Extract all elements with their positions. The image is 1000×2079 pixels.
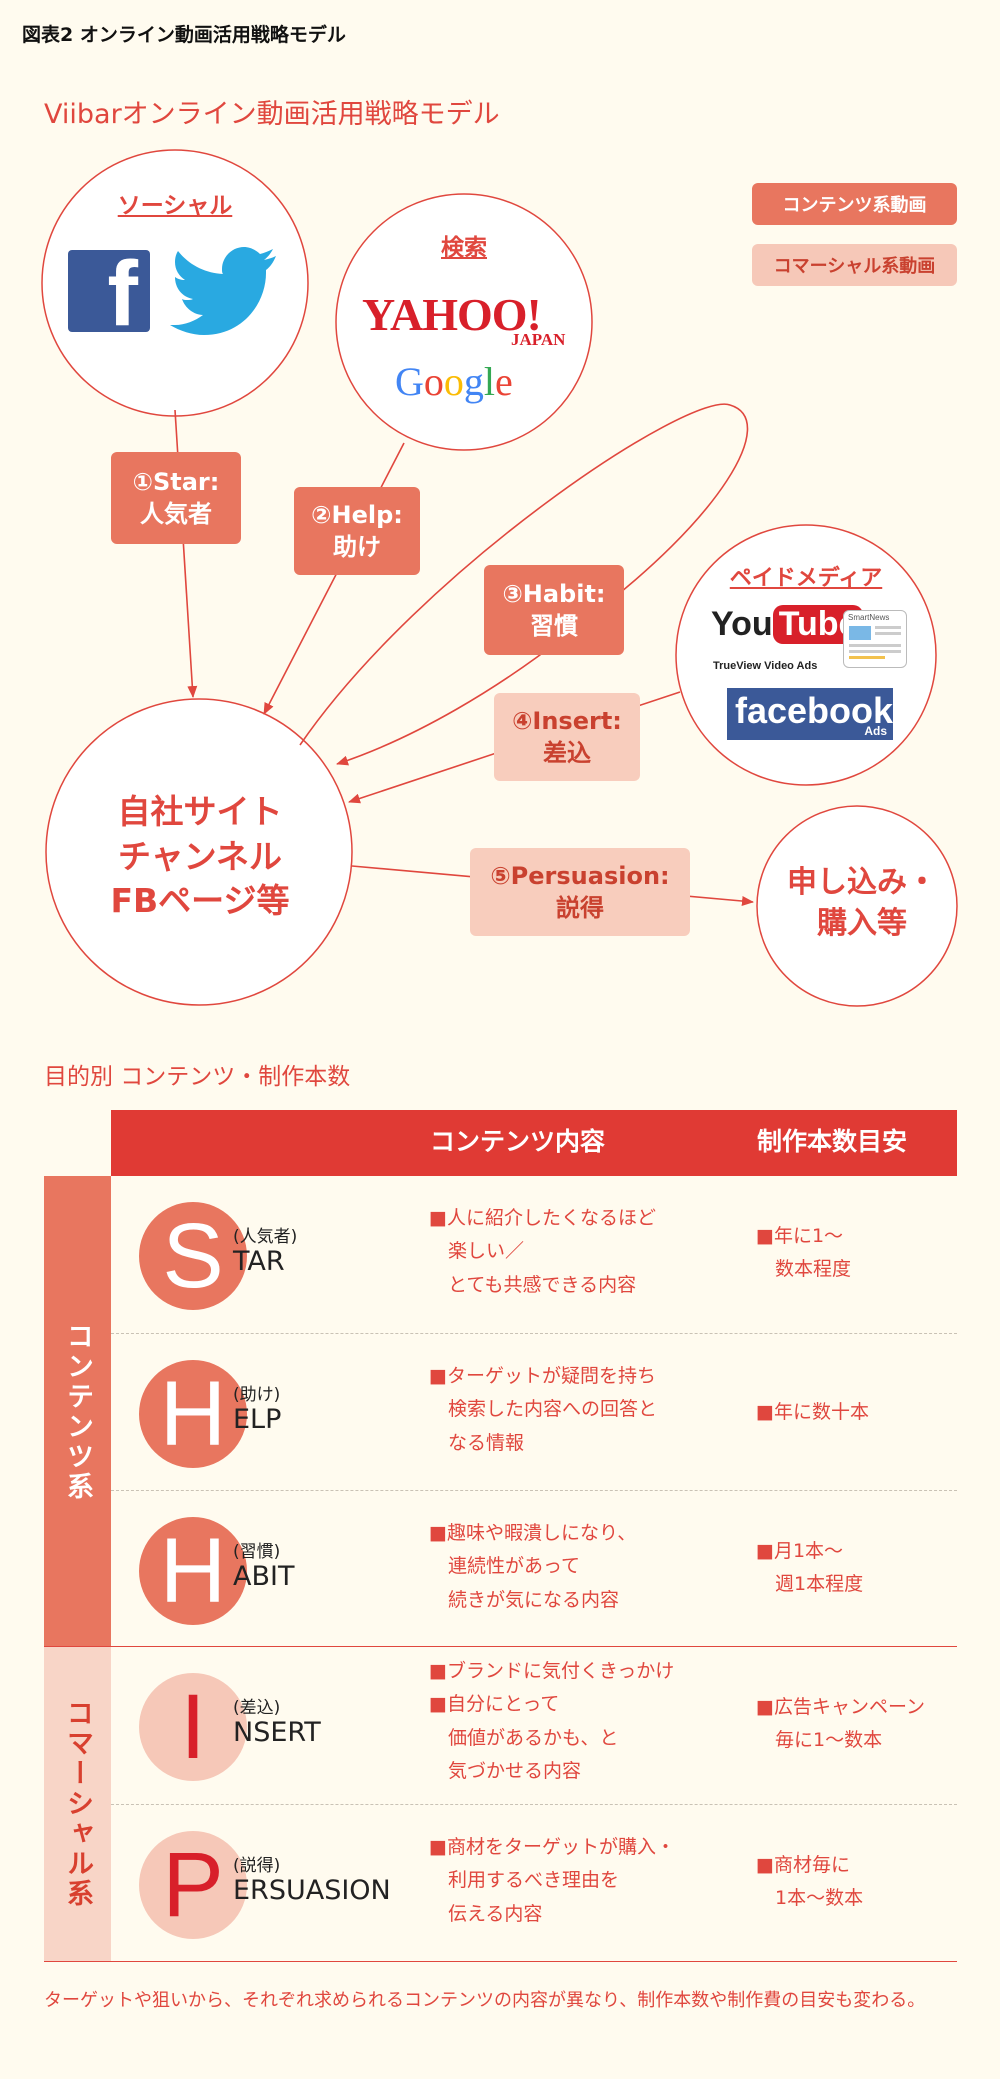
conversion-line2: 購入等: [817, 905, 907, 941]
row-letter: H: [139, 1360, 247, 1468]
persuasion-label-line2: 説得: [556, 894, 604, 922]
row-content: ■ターゲットが疑問を持ち 検索した内容への回答と なる情報: [429, 1365, 658, 1454]
habit-label-line2: 習慣: [530, 612, 578, 640]
model-title: Viibarオンライン動画活用戦略モデル: [44, 99, 500, 130]
yahoo-japan-logo: JAPAN: [511, 330, 566, 349]
google-logo: Google: [395, 358, 513, 405]
google-letter: g: [463, 359, 484, 404]
persuasion-label: ⑤Persuasion: 説得: [470, 848, 690, 936]
table-header: [111, 1110, 957, 1176]
table-title: 目的別 コンテンツ・制作本数: [44, 1064, 351, 1090]
table-bottom-border: [44, 1961, 957, 1962]
twitter-bird-icon: [170, 247, 276, 335]
legend-content: コンテンツ系動画: [752, 183, 957, 225]
persuasion-label-line1: ⑤Persuasion:: [490, 861, 670, 890]
row-letter: H: [139, 1517, 247, 1625]
row-content: ■人に紹介したくなるほど 楽しい／ とても共感できる内容: [429, 1207, 656, 1296]
category-commercial: コマーシャル系: [44, 1647, 111, 1961]
help-label-line1: ②Help:: [311, 500, 403, 529]
paid-media-title: ペイドメディア: [729, 566, 883, 591]
habit-label: ③Habit: 習慣: [484, 565, 624, 655]
google-logo-text: Google: [395, 359, 513, 404]
header-content: コンテンツ内容: [430, 1127, 606, 1156]
row-word-jp: (習慣): [233, 1542, 281, 1562]
table-row: I (差込) NSERT ■ブランドに気付くきっかけ ■自分にとって 価値がある…: [111, 1647, 957, 1804]
google-letter: e: [495, 359, 513, 404]
insert-label-line2: 差込: [543, 739, 591, 767]
row-letter: S: [139, 1202, 247, 1310]
row-word-jp: (差込): [233, 1698, 281, 1718]
header-count: 制作本数目安: [757, 1127, 908, 1156]
facebook-ads-sublabel: Ads: [864, 724, 887, 738]
table-row: S (人気者) TAR ■人に紹介したくなるほど 楽しい／ とても共感できる内容…: [111, 1176, 957, 1333]
own-site-line3: FBページ等: [110, 881, 290, 921]
table-row: P (説得) ERSUASION ■商材をターゲットが購入・ 利用するべき理由を…: [111, 1804, 957, 1962]
row-content: ■ブランドに気付くきっかけ ■自分にとって 価値があるかも、と 気づかせる内容: [429, 1660, 675, 1782]
youtube-logo-you: You: [711, 605, 773, 643]
row-letter: I: [139, 1673, 247, 1781]
smartnews-app-icon: SmartNews: [843, 610, 907, 668]
search-title: 検索: [441, 235, 487, 261]
star-label: ①Star: 人気者: [111, 452, 241, 544]
star-label-line2: 人気者: [140, 500, 212, 528]
row-word-rest: NSERT: [233, 1717, 321, 1748]
row-content: ■商材をターゲットが購入・ 利用するべき理由を 伝える内容: [429, 1836, 675, 1925]
category-commercial-label: コマーシャル系: [62, 1699, 93, 1909]
social-title: ソーシャル: [117, 193, 233, 219]
own-site-line1: 自社サイト: [117, 792, 283, 831]
table-row: H (助け) ELP ■ターゲットが疑問を持ち 検索した内容への回答と なる情報…: [111, 1333, 957, 1491]
conversion-circle: [756, 805, 958, 1007]
own-site-circle: [45, 698, 353, 1006]
facebook-ads-logo: facebook Ads: [727, 688, 893, 740]
category-divider: [44, 1646, 957, 1647]
category-content: コンテンツ系: [44, 1176, 111, 1647]
figure-title: 図表2 オンライン動画活用戦略モデル: [22, 24, 346, 46]
row-content: ■趣味や暇潰しになり、 連続性があって 続きが気になる内容: [429, 1522, 637, 1611]
habit-loop-arrow: [299, 403, 749, 766]
own-site-text: 自社サイト チャンネル FBページ等: [60, 790, 340, 924]
insert-label-line1: ④Insert:: [512, 706, 622, 735]
row-word-jp: (説得): [233, 1856, 281, 1876]
row-count: ■年に1〜 数本程度: [756, 1225, 852, 1281]
category-content-label: コンテンツ系: [62, 1321, 93, 1502]
row-word-rest: ABIT: [233, 1561, 295, 1592]
conversion-line1: 申し込み・: [787, 865, 937, 900]
smartnews-label: SmartNews: [848, 613, 890, 622]
row-word-rest: ELP: [233, 1404, 282, 1435]
insert-label: ④Insert: 差込: [494, 693, 640, 781]
row-count: ■月1本〜 週1本程度: [756, 1540, 864, 1596]
yahoo-logo: YAHOO!: [362, 289, 542, 340]
star-label-line1: ①Star:: [132, 467, 220, 496]
search-circle: [335, 193, 593, 451]
help-label: ②Help: 助け: [294, 487, 420, 575]
help-label-line2: 助け: [333, 533, 381, 561]
trueview-label: TrueView Video Ads: [713, 660, 818, 672]
row-count: ■年に数十本: [756, 1401, 869, 1423]
row-word-jp: (人気者): [233, 1227, 298, 1247]
row-word-jp: (助け): [233, 1385, 281, 1405]
conversion-text: 申し込み・ 購入等: [762, 863, 962, 944]
facebook-logo-icon: f: [68, 248, 150, 340]
row-word-rest: TAR: [233, 1246, 285, 1277]
google-letter: l: [483, 359, 496, 404]
row-word-rest: ERSUASION: [233, 1875, 391, 1906]
own-site-line2: チャンネル: [117, 836, 282, 876]
facebook-ads-wordmark: facebook: [735, 690, 894, 731]
google-letter: o: [423, 359, 444, 404]
row-letter: P: [139, 1831, 247, 1939]
legend-commercial: コマーシャル系動画: [752, 244, 957, 286]
habit-label-line1: ③Habit:: [502, 579, 606, 608]
row-count: ■広告キャンペーン 毎に1〜数本: [756, 1696, 926, 1752]
help-arrow: [263, 442, 405, 715]
google-letter: G: [395, 359, 424, 404]
google-letter: o: [443, 359, 464, 404]
row-count: ■商材毎に 1本〜数本: [756, 1854, 864, 1910]
footnote: ターゲットや狙いから、それぞれ求められるコンテンツの内容が異なり、制作本数や制作…: [44, 1990, 926, 2011]
table-row: H (習慣) ABIT ■趣味や暇潰しになり、 連続性があって 続きが気になる内…: [111, 1490, 957, 1648]
